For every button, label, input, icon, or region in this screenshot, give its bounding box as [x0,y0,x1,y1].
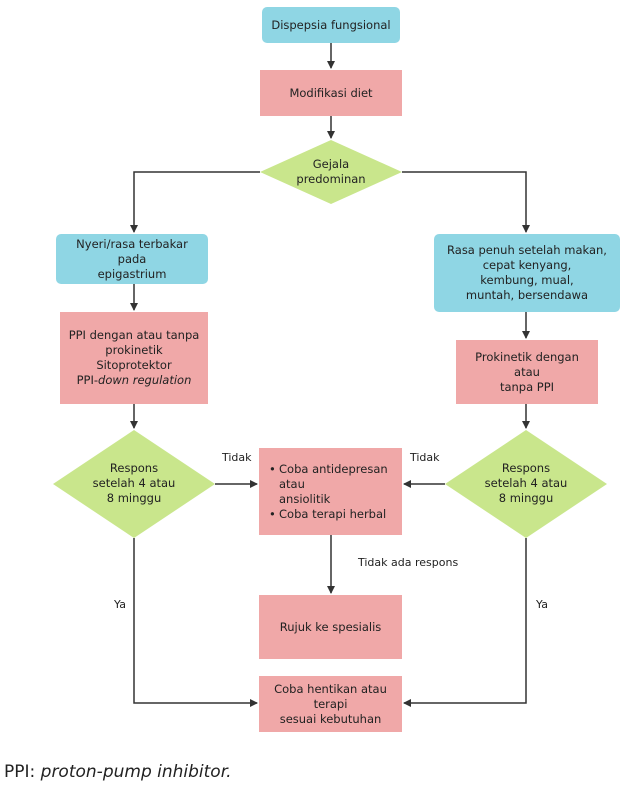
left-therapy-line-4-italic: down regulation [98,373,192,387]
stop-line-2: sesuai kebutuhan [279,711,382,726]
edge-symptom-to-right [402,171,530,233]
diet-node: Modifikasi diet [260,70,402,116]
diet-node-label: Modifikasi diet [289,85,373,100]
right-symptom-node: Rasa penuh setelah makan, cepat kenyang,… [434,234,620,312]
left-therapy-node: PPI dengan atau tanpa prokinetik Sitopro… [60,312,208,404]
right-therapy-line-1: Prokinetik dengan atau [475,349,579,379]
alternative-bullet-1-line-2: ansiolitik [279,491,331,506]
alternative-bullet-1-line-1: Coba antidepresan atau [279,461,388,491]
left-response-decision-diamond [53,430,215,538]
left-therapy-line-1: PPI dengan atau tanpa [68,328,200,342]
right-response-line-1: Respons [501,460,551,475]
left-symptom-line-1: Nyeri/rasa terbakar pada [76,236,188,266]
alternative-bullet-1-text: Coba antidepresan atau ansiolitik [279,462,396,507]
symptom-decision-label: Gejala predominan [270,152,392,192]
left-response-label: Respons setelah 4 atau 8 minggu [84,458,184,508]
stop-node: Coba hentikan atau terapi sesuai kebutuh… [259,676,402,732]
left-response-line-1: Respons [109,460,159,475]
footnote-abbr: PPI: [4,762,41,782]
right-symptom-line-2: cepat kenyang, [482,258,572,272]
left-yes-label: Ya [114,598,126,611]
symptom-decision-diamond [260,140,402,204]
right-response-line-3: 8 minggu [498,490,554,505]
no-response-label: Tidak ada respons [358,556,459,569]
right-no-label: Tidak [410,451,440,464]
bullet-dot: • [269,506,276,521]
right-yes-label: Ya [536,598,548,611]
footnote-expansion: proton-pump inhibitor. [40,762,232,782]
footnote: PPI: proton-pump inhibitor. [4,762,232,782]
right-symptom-line-4: muntah, bersendawa [465,288,589,302]
left-therapy-line-2: prokinetik [105,343,163,357]
alternative-therapy-node: • Coba antidepresan atau ansiolitik • Co… [259,448,402,535]
left-therapy-line-3: Sitoprotektor [96,358,172,372]
bullet-dot: • [269,461,276,476]
left-symptom-node: Nyeri/rasa terbakar pada epigastrium [56,234,208,284]
symptom-line-1: Gejala [312,157,350,171]
symptom-line-2: predominan [296,172,366,186]
right-response-line-2: setelah 4 atau [484,475,568,490]
alternative-bullet-2: • Coba terapi herbal [269,507,386,522]
refer-node: Rujuk ke spesialis [259,595,402,659]
edge-symptom-to-left [130,171,260,233]
start-node: Dispepsia fungsional [262,7,400,43]
left-symptom-line-2: epigastrium [97,266,167,281]
left-response-line-3: 8 minggu [106,490,162,505]
right-response-label: Respons setelah 4 atau 8 minggu [476,458,576,508]
stop-line-1: Coba hentikan atau terapi [274,681,387,711]
edge-left-yes-to-stop [133,538,258,707]
start-node-label: Dispepsia fungsional [271,17,391,32]
right-response-decision-diamond [445,430,607,538]
right-therapy-node: Prokinetik dengan atau tanpa PPI [456,340,598,404]
edge-right-yes-to-stop [403,538,527,707]
right-symptom-line-3: kembung, mual, [480,273,574,287]
left-therapy-line-4-prefix: PPI- [76,373,99,387]
refer-node-label: Rujuk ke spesialis [279,619,382,634]
left-therapy-line-4: PPI-down regulation [77,373,192,388]
alternative-bullet-1: • Coba antidepresan atau ansiolitik [269,462,396,507]
left-response-line-2: setelah 4 atau [92,475,176,490]
right-therapy-line-2: tanpa PPI [499,379,555,394]
left-no-label: Tidak [222,451,252,464]
alternative-bullet-2-text: Coba terapi herbal [279,506,387,521]
right-symptom-line-1: Rasa penuh setelah makan, [447,243,607,257]
